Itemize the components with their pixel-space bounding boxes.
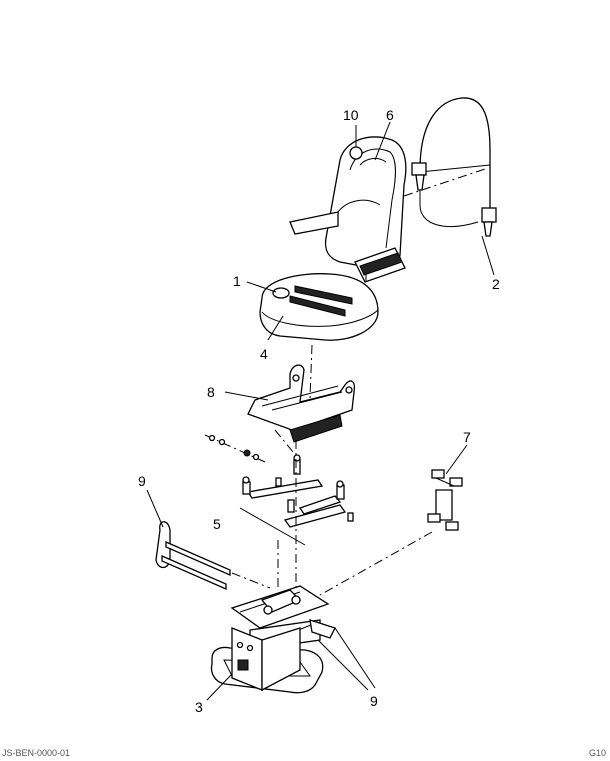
- callout-5: 5: [213, 516, 221, 532]
- callout-7: 7: [463, 429, 471, 445]
- grab-handle: [411, 97, 497, 237]
- fastener-chain: [204, 429, 299, 463]
- callout-1: 1: [233, 273, 241, 289]
- callout-9-left: 9: [138, 473, 146, 489]
- callout-3: 3: [195, 699, 203, 715]
- callout-6: 6: [386, 107, 394, 123]
- leader-lines: [146, 121, 495, 701]
- slide-rails: [239, 454, 354, 546]
- callout-labels: 10 6 2 1 4 8 7 9 5 3 9: [138, 107, 500, 715]
- page-code: G10: [588, 748, 606, 758]
- callout-8: 8: [207, 384, 215, 400]
- shock-absorber: [427, 469, 463, 531]
- suspension-base: [210, 585, 336, 694]
- callout-2: 2: [492, 276, 500, 292]
- callout-10: 10: [343, 107, 359, 123]
- u-bolt: [155, 521, 271, 590]
- seat-cushion: [259, 273, 379, 341]
- callout-9-right: 9: [370, 693, 378, 709]
- figure-code: JS-BEN-0000-01: [2, 748, 71, 758]
- slide-frame: [247, 364, 356, 443]
- seat-back: [289, 136, 407, 283]
- callout-4: 4: [260, 346, 268, 362]
